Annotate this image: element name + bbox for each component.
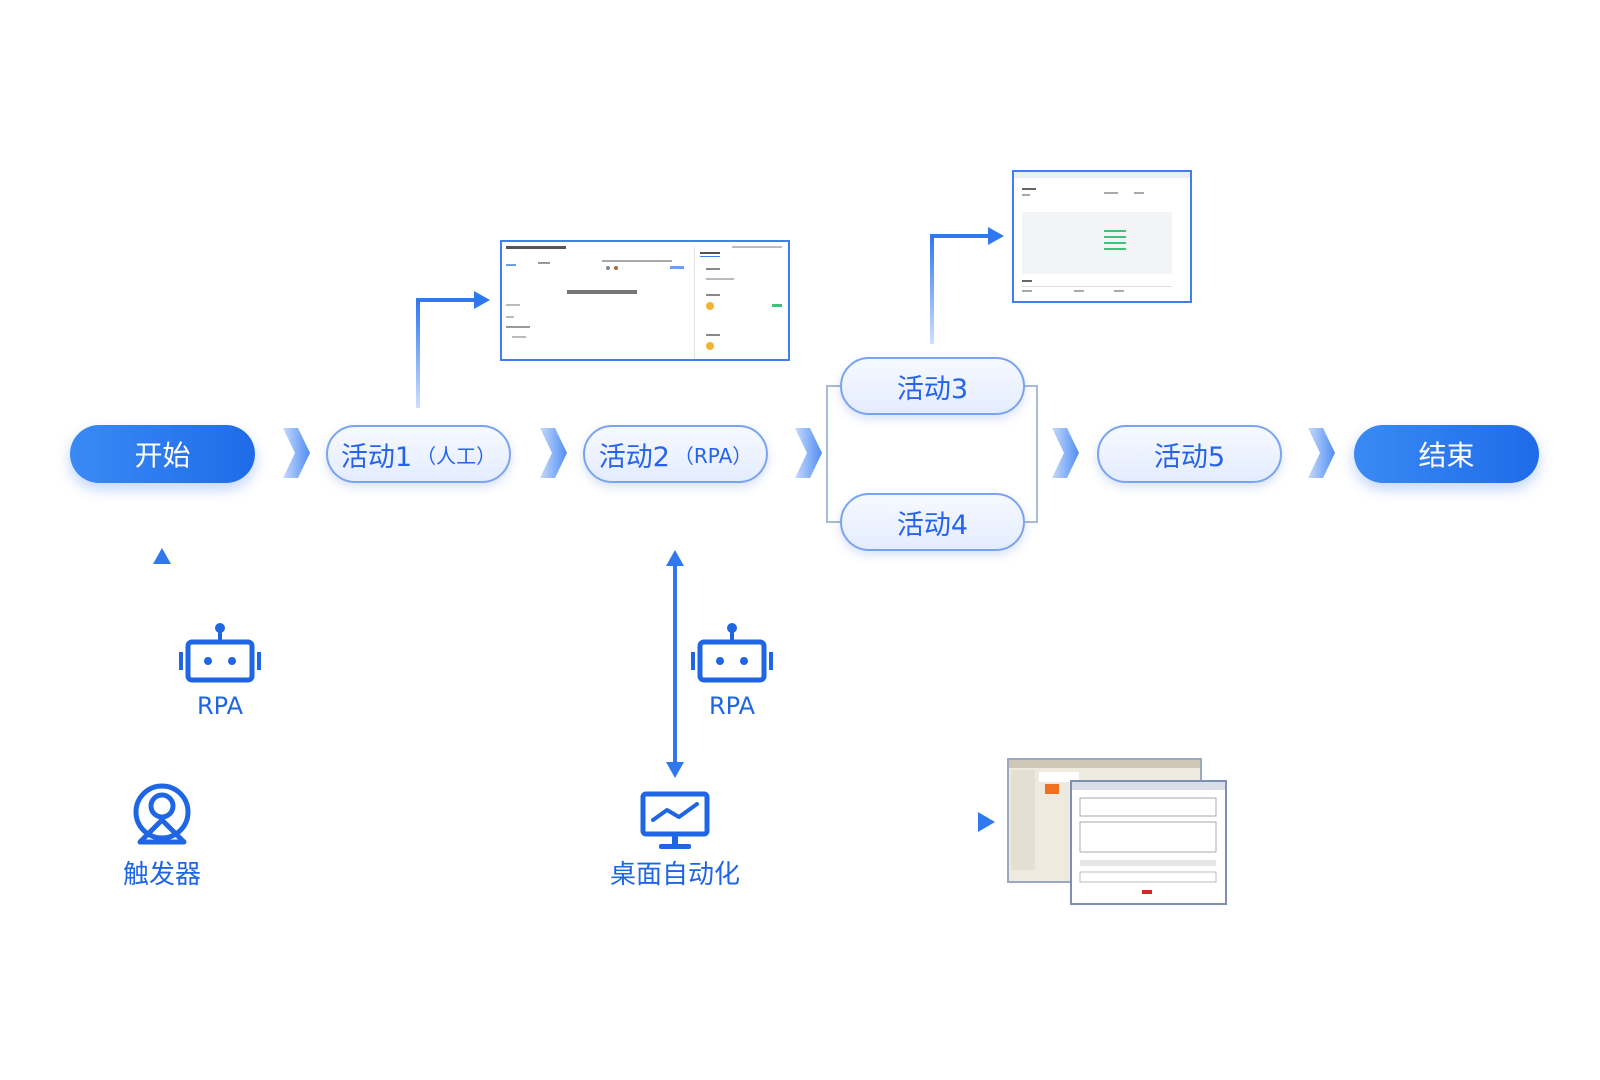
end-node: 结束: [1354, 425, 1539, 483]
robot-icon: [691, 623, 773, 683]
desktop-screenshot-arrow: [768, 812, 995, 832]
rpa-left-group: RPA: [160, 620, 280, 720]
desktop-automation-label: 桌面自动化: [609, 860, 740, 890]
robot-icon: [179, 623, 261, 683]
activity3-screenshot-arrow: [930, 227, 1004, 344]
start-node: 开始: [70, 425, 255, 483]
start-label: 开始: [134, 439, 191, 472]
chevron-arrow: [795, 428, 822, 478]
activity1-label: 活动1: [340, 441, 413, 473]
activity3-screenshot: [1012, 170, 1192, 303]
end-label: 结束: [1418, 439, 1475, 472]
activity1-screenshot: [500, 240, 790, 361]
rpa-right-group: RPA: [672, 620, 792, 720]
activity4-node: 活动4: [840, 493, 1025, 551]
trigger-start-arrow: [153, 548, 171, 770]
trigger-icon: [133, 783, 191, 845]
activity1-node: 活动1 （人工）: [326, 425, 511, 483]
activity3-label: 活动3: [896, 373, 969, 405]
trigger-group: 触发器: [62, 780, 262, 900]
trigger-label: 触发器: [122, 860, 201, 890]
activity4-label: 活动4: [896, 509, 969, 541]
monitor-chart-icon: [640, 791, 710, 849]
chevron-arrow: [283, 428, 310, 478]
activity5-node: 活动5: [1097, 425, 1282, 483]
activity3-node: 活动3: [840, 357, 1025, 415]
branch-bracket-right: [1024, 385, 1038, 523]
activity2-sublabel: （RPA）: [673, 443, 753, 468]
chevron-arrow: [1052, 428, 1079, 478]
activity1-sublabel: （人工）: [416, 443, 497, 468]
activity2-node: 活动2 （RPA）: [583, 425, 768, 483]
rpa-left-label: RPA: [196, 692, 244, 720]
activity5-label: 活动5: [1153, 441, 1226, 473]
activity2-desktop-arrow: [666, 550, 684, 778]
app-preview-image: [1014, 172, 1190, 301]
desktop-automation-group: 桌面自动化: [575, 790, 775, 900]
activity1-screenshot-arrow: [416, 291, 490, 408]
activity2-label: 活动2: [598, 441, 670, 473]
desktop-screenshot-front: [1070, 780, 1227, 905]
branch-bracket-left: [826, 385, 840, 523]
legacy-app-preview-front: [1072, 782, 1225, 903]
chevron-arrow: [540, 428, 567, 478]
form-preview-image: [502, 242, 788, 359]
chevron-arrow: [1308, 428, 1335, 478]
rpa-right-label: RPA: [708, 692, 756, 720]
